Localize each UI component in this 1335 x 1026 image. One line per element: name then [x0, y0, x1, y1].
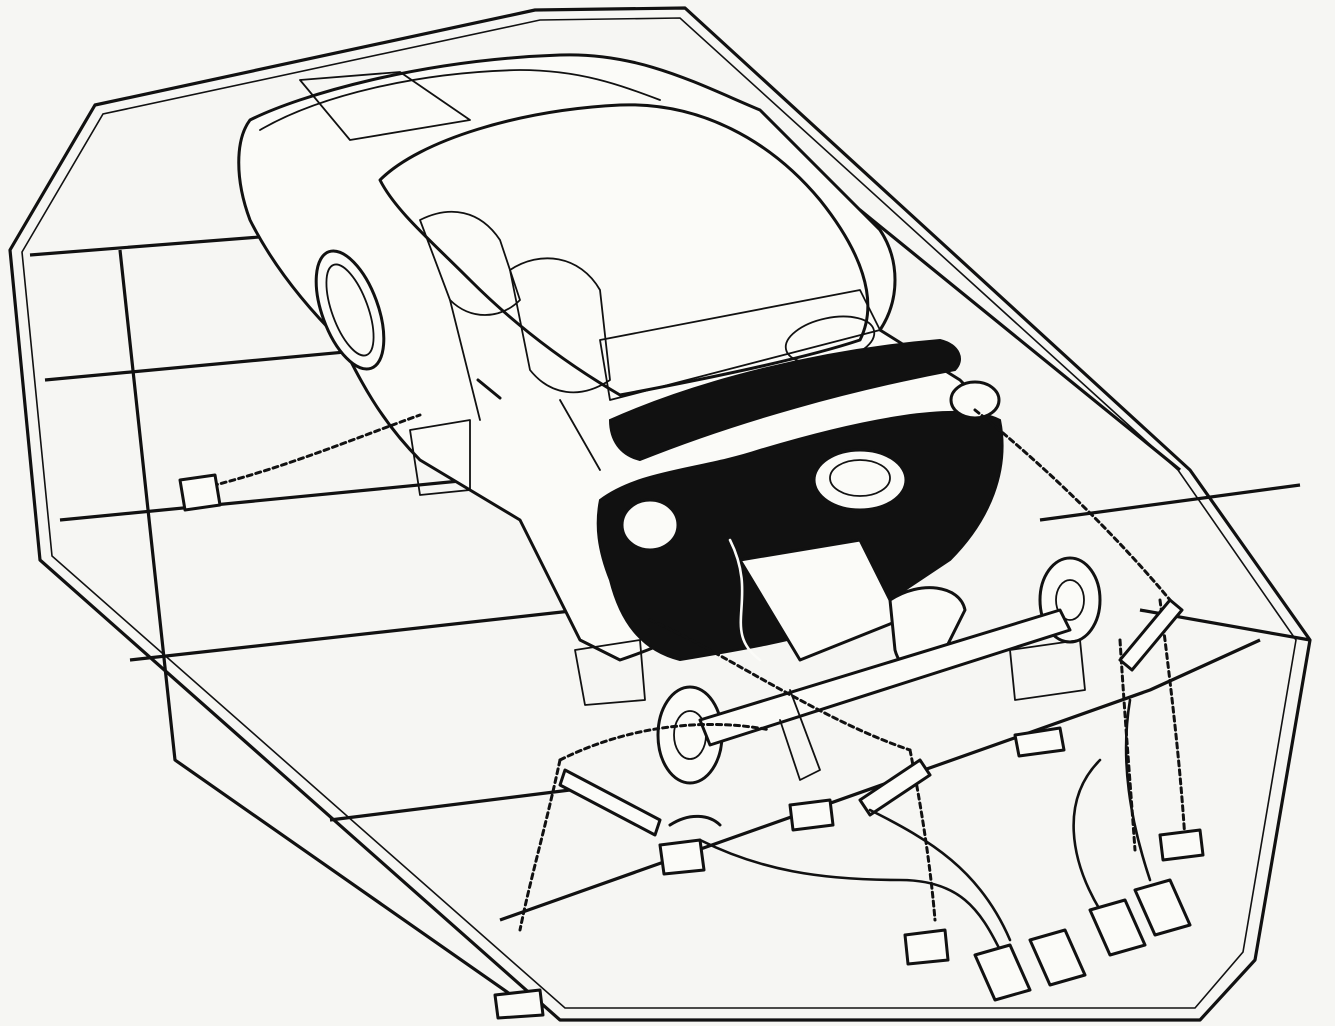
clamp-front-center — [788, 798, 835, 832]
car-door-edge — [449, 299, 601, 471]
chain-front-left — [558, 722, 772, 762]
car-rear-wheel — [314, 249, 386, 371]
hydraulic-hoses — [698, 698, 1152, 952]
clamp-right — [1158, 828, 1205, 862]
chain-drop-right — [1158, 598, 1187, 842]
clamp-bottom-center — [903, 928, 950, 966]
rack-rail-left — [118, 249, 541, 1017]
rack-crossbar-right-1 — [1039, 483, 1301, 522]
car-door-handle — [476, 378, 502, 400]
hose-1 — [698, 838, 1002, 952]
clamp-bottom-left — [493, 988, 545, 1020]
foot-pump-3 — [1088, 898, 1147, 957]
rack-inner-rail — [21, 17, 1297, 1009]
foot-pump-1 — [973, 943, 1032, 1002]
clamp-front-right — [1013, 726, 1066, 758]
ram-right — [1118, 598, 1184, 672]
car-roof — [378, 103, 870, 397]
chain-drop-right-2 — [1118, 638, 1137, 852]
hose-2 — [868, 808, 1012, 942]
brake-reservoir — [949, 380, 1001, 420]
anchor-post-left — [409, 419, 471, 496]
air-cleaner — [812, 448, 908, 512]
engine-hose — [728, 538, 762, 662]
hydraulic-rams — [558, 598, 1184, 837]
car-trunk-line — [259, 69, 661, 131]
rack-crossbar-left-3 — [129, 608, 581, 662]
anchor-post-front-right — [1009, 639, 1086, 701]
front-right-hub — [1055, 579, 1085, 621]
headlamp-left — [620, 498, 680, 552]
air-cleaner-lid — [829, 459, 891, 497]
foot-pump-4 — [1133, 878, 1192, 937]
chain-right-side — [973, 408, 1172, 602]
pulling-chains — [193, 408, 1187, 932]
anchor-posts — [409, 419, 1086, 706]
ram-coil — [668, 814, 722, 827]
hose-3 — [1072, 758, 1102, 912]
rack-crossbar-left-2 — [59, 478, 471, 522]
clamps — [178, 473, 1205, 1020]
car-rear-window — [299, 71, 471, 141]
clamp-left — [178, 473, 222, 512]
front-crossmember — [698, 608, 1072, 747]
ram-left — [558, 768, 662, 837]
car-windshield — [599, 289, 881, 401]
rack-crossbar-left-4 — [329, 788, 571, 822]
chain-front-center — [648, 618, 912, 752]
foot-pumps — [973, 878, 1192, 1002]
clamp-front-left — [658, 838, 706, 876]
ram-center — [858, 758, 932, 817]
car-front-side-window — [509, 257, 611, 394]
rack-outer-rail — [8, 6, 1312, 1022]
chain-drop-left — [518, 758, 562, 932]
center-link — [779, 689, 821, 781]
car — [237, 53, 1102, 785]
chain-left-side — [193, 413, 422, 492]
hose-4 — [1124, 698, 1152, 882]
anchor-post-front-left — [574, 639, 646, 706]
car-dashboard — [608, 338, 961, 462]
rack-rail-front — [499, 638, 1261, 922]
car-rear-wheel-rim — [325, 263, 375, 357]
foot-pump-2 — [1028, 928, 1087, 987]
